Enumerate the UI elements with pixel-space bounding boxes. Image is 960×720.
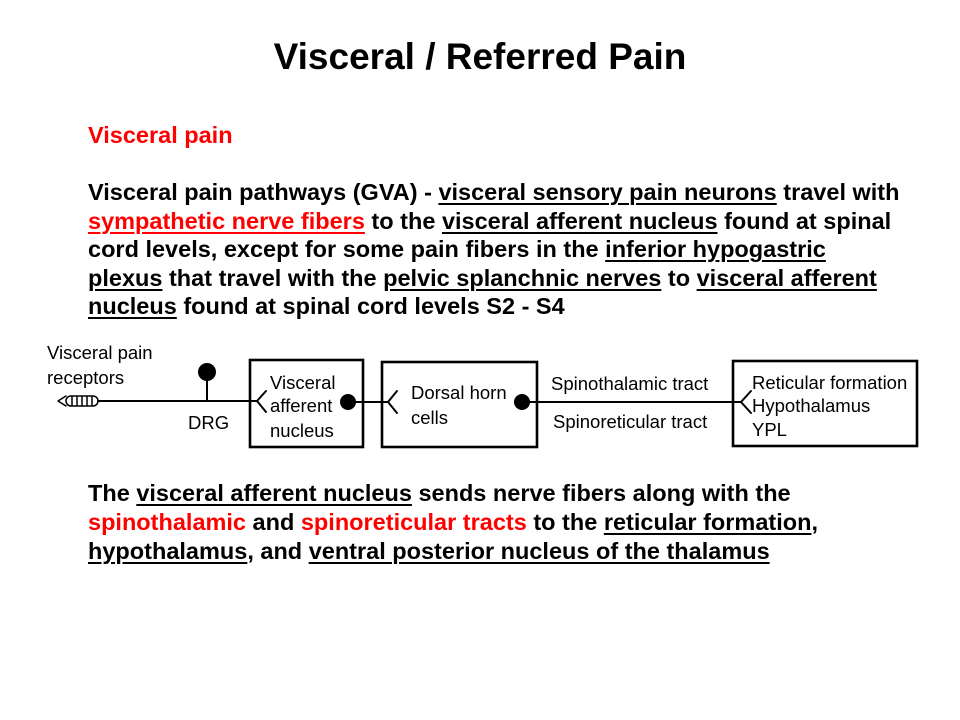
text-run: sends nerve fibers along with the [411,480,791,506]
paragraph-1-line-1: Visceral pain pathways (GVA) - visceral … [88,178,948,207]
text-run: travel with [776,179,900,205]
paragraph-1-line-3: cord levels, except for some pain fibers… [88,235,948,264]
target-hypothalamus: Hypothalamus [752,395,870,416]
text-run: found at spinal [717,207,892,234]
section-heading: Visceral pain [88,122,233,148]
visceral-afferent-nucleus-label-1: Visceral [270,372,335,393]
text-run: found at spinal cord levels S2 - S4 [176,293,565,319]
term-sympathetic-nerve-fibers: sympathetic nerve fibers [88,207,365,234]
text-run: to [661,264,697,291]
dorsal-horn-label-1: Dorsal horn [411,382,507,403]
text-run: that travel with the [162,264,384,291]
target-reticular-formation: Reticular formation [752,372,907,393]
synapse-terminal-1 [256,390,267,413]
receptor-label-line-1: Visceral pain [47,342,153,363]
text-run: Visceral pain pathways (GVA) - [88,179,439,205]
term-visceral-afferent: visceral afferent [696,264,877,291]
term-ventral-posterior-nucleus: ventral posterior nucleus of the thalamu… [308,538,770,564]
paragraph-1-line-5: nucleus found at spinal cord levels S2 -… [88,292,948,321]
term-hypothalamus: hypothalamus [88,538,248,564]
paragraph-2-line-2: spinothalamic and spinoreticular tracts … [88,508,948,537]
term-spinothalamic: spinothalamic [88,509,247,535]
term-inferior-hypogastric: inferior hypogastric [605,236,826,262]
visceral-afferent-nucleus-label-2: afferent [270,395,332,416]
text-run: and [246,509,301,535]
drg-label: DRG [188,412,229,433]
text-run: , and [247,538,309,564]
pain-receptor-icon [57,395,99,407]
paragraph-2-line-1: The visceral afferent nucleus sends nerv… [88,479,948,508]
synapse-terminal-3 [740,390,752,414]
targets-box [731,359,919,448]
pain-pathway-diagram: Visceral pain receptors DRG Visceral aff… [47,342,919,449]
text-run: to the [364,207,442,234]
dorsal-horn-label-2: cells [411,407,448,428]
slide-title: Visceral / Referred Pain [273,36,687,77]
text-run: to the [526,509,604,535]
term-nucleus: nucleus [88,293,177,319]
term-spinoreticular-tracts: spinoreticular tracts [300,509,527,535]
term-pelvic-splanchnic-nerves: pelvic splanchnic nerves [383,264,662,291]
spinothalamic-tract-label: Spinothalamic tract [551,373,708,394]
summary-paragraph: The visceral afferent nucleus sends nerv… [88,479,948,566]
term-visceral-afferent-nucleus: visceral afferent nucleus [441,207,718,234]
term-reticular-formation: reticular formation [603,509,812,535]
drg-cell-body [198,363,216,381]
target-vpl: YPL [752,419,787,440]
visceral-afferent-nucleus-label-3: nucleus [270,420,334,441]
dorsal-horn-box [380,360,539,449]
text-run: The [88,480,137,506]
paragraph-1-line-2: sympathetic nerve fibers to the visceral… [88,207,948,236]
paragraph-2-line-3: hypothalamus, and ventral posterior nucl… [88,537,948,566]
text-run: cord levels, except for some pain fibers… [88,236,606,262]
text-run: , [811,509,818,535]
spinoreticular-tract-label: Spinoreticular tract [553,411,707,432]
term-visceral-sensory-pain-neurons: visceral sensory pain neurons [438,179,777,205]
receptor-label-line-2: receptors [47,367,124,388]
intro-paragraph: Visceral pain pathways (GVA) - visceral … [88,178,948,321]
term-visceral-afferent-nucleus: visceral afferent nucleus [136,480,412,506]
visceral-afferent-nucleus-box [248,358,365,449]
synapse-terminal-2 [387,390,398,414]
term-plexus: plexus [88,264,163,291]
paragraph-1-line-4: plexus that travel with the pelvic splan… [88,264,948,293]
